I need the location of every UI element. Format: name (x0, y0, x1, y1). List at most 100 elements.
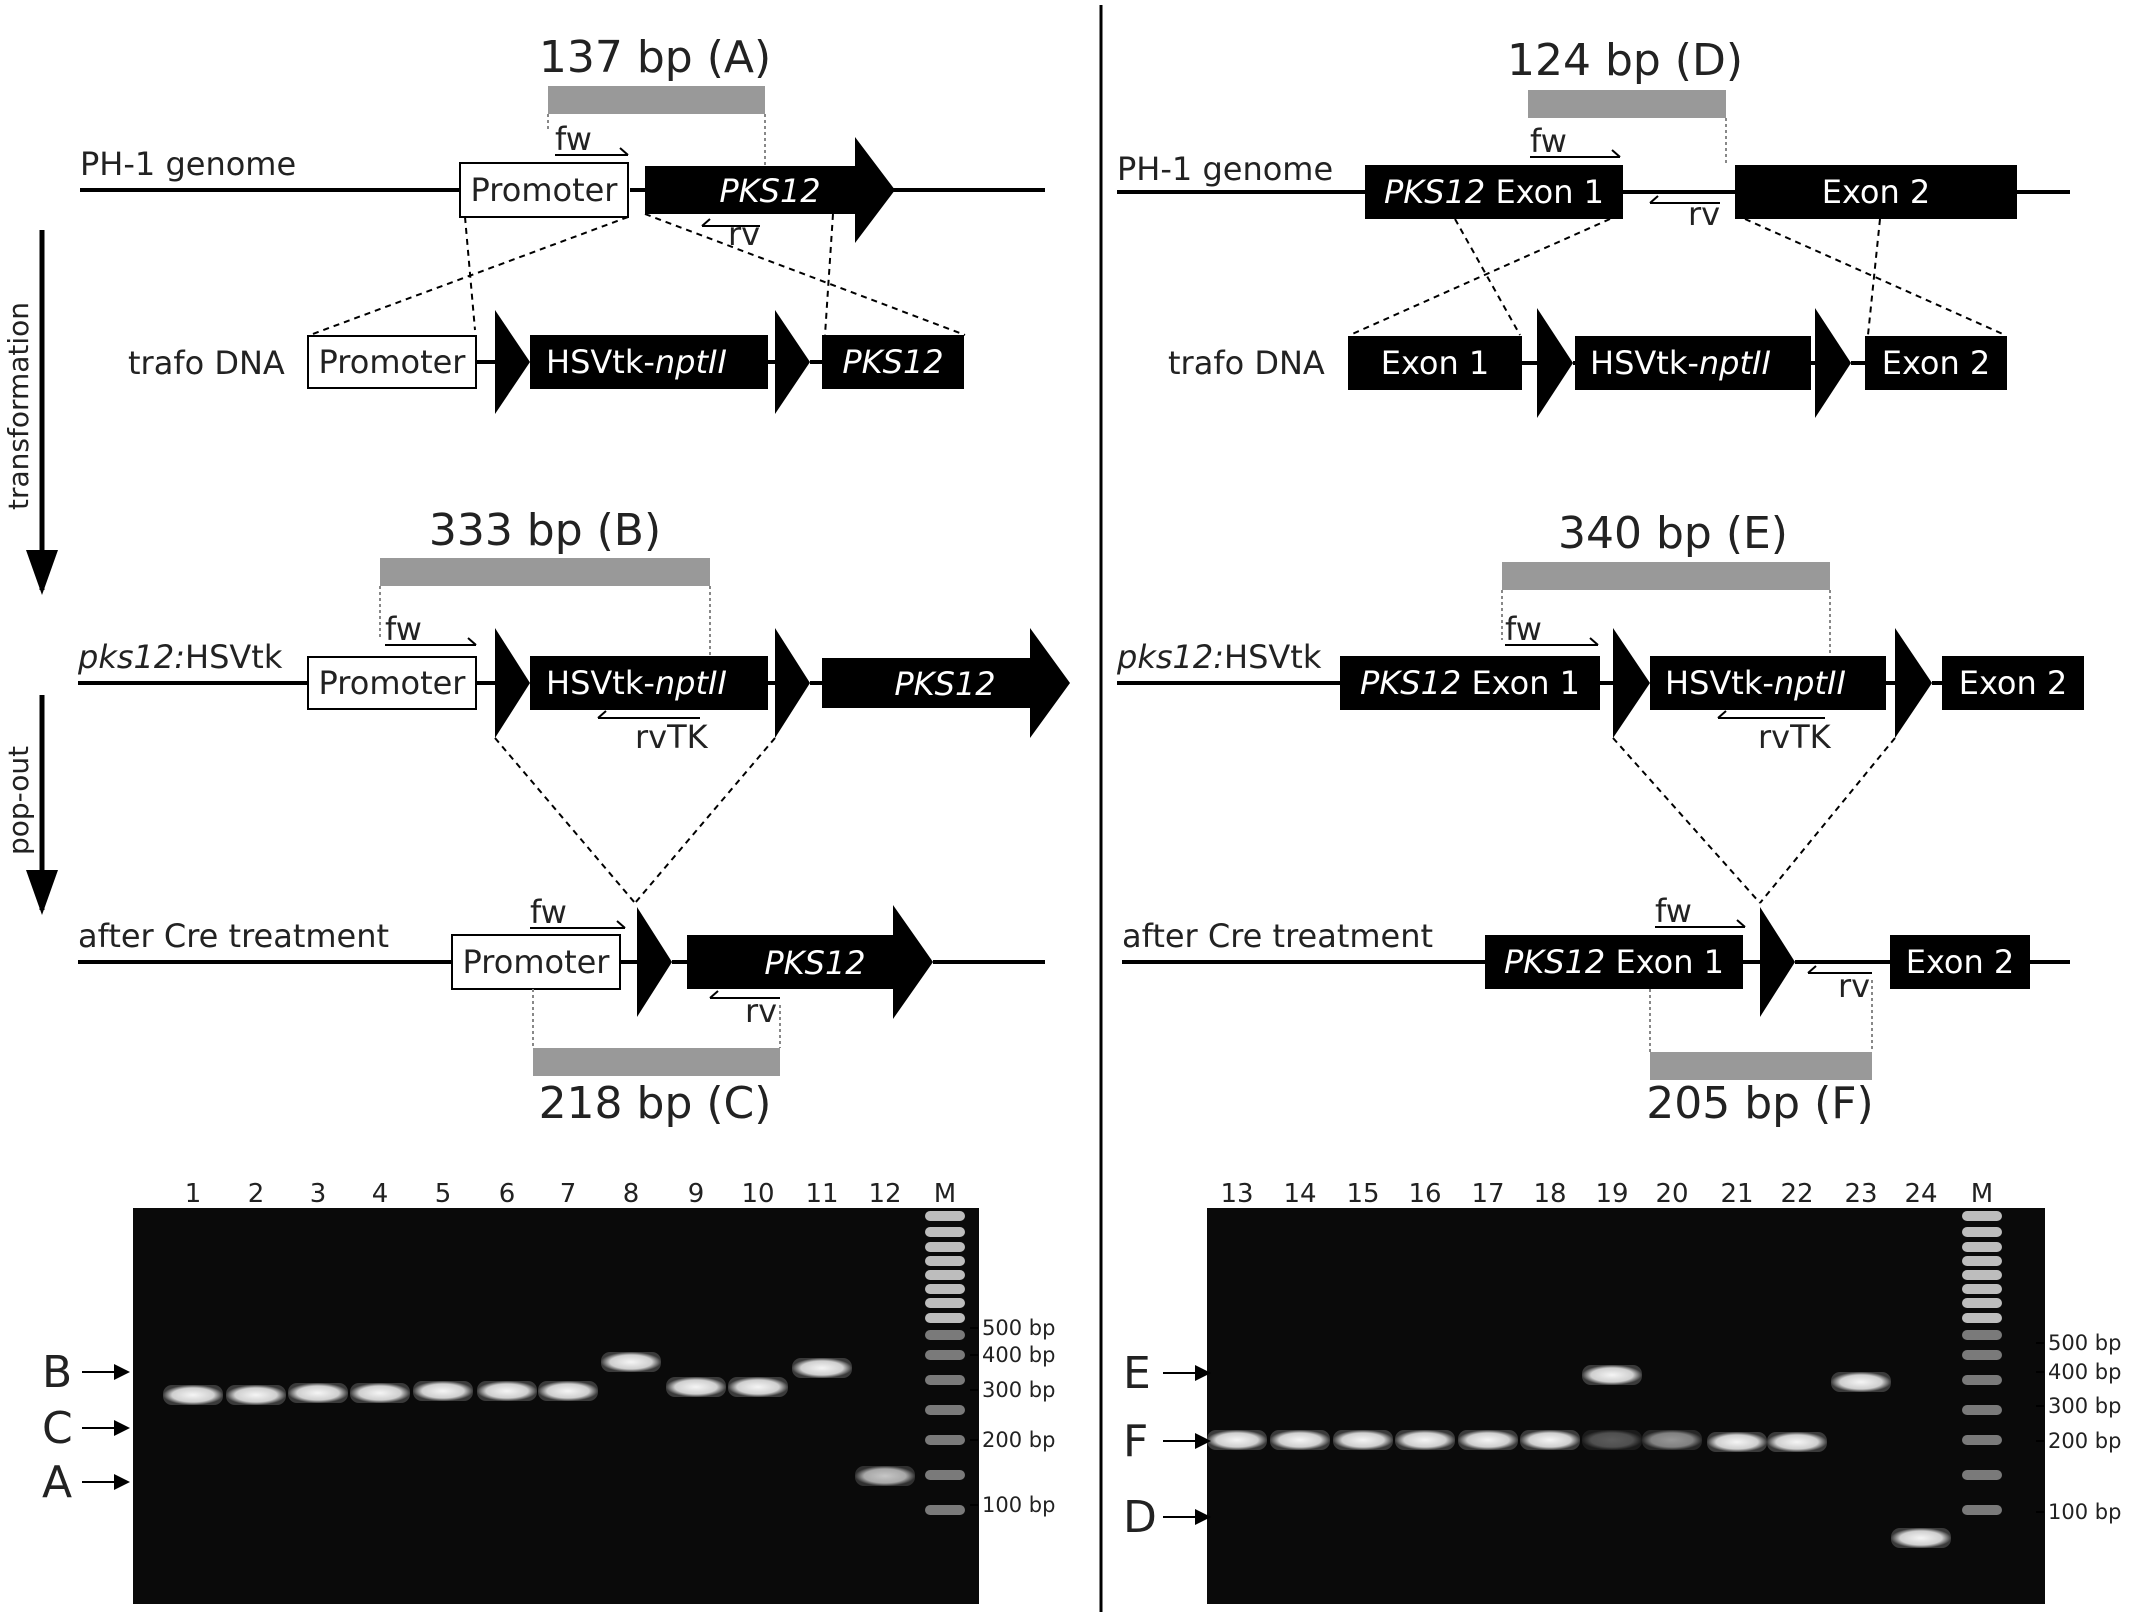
gel-band (413, 1381, 473, 1401)
rv-primer-label: rv (728, 215, 760, 253)
svg-text:Exon 2: Exon 2 (1882, 344, 1991, 382)
ladder-band (1962, 1435, 2002, 1445)
row-label-pks12-hsvtk: pks12:HSVtk (77, 638, 283, 676)
svg-text:Promoter: Promoter (463, 943, 611, 981)
gel-band (1831, 1372, 1891, 1392)
svg-text:PH-1 genome: PH-1 genome (1117, 150, 1333, 188)
svg-text:Exon 1: Exon 1 (1381, 344, 1490, 382)
ladder-band (925, 1405, 965, 1415)
ladder-band (925, 1350, 965, 1360)
right-construct-panel: 124 bp (D) PH-1 genome PKS12 Exon 1 Exon… (1116, 35, 2084, 1129)
size-marker-label: 500 bp (982, 1316, 1055, 1340)
trafo-exon2-box (1865, 336, 2007, 390)
svg-text:HSVtk-nptII: HSVtk-nptII (546, 664, 727, 702)
lane-label: M (934, 1179, 956, 1209)
ladder-band (925, 1298, 965, 1308)
size-marker-label: 500 bp (2048, 1331, 2121, 1355)
loxp-site (495, 310, 530, 414)
ladder-band (1962, 1298, 2002, 1308)
ladder-band (1962, 1270, 2002, 1280)
size-marker-label: 100 bp (982, 1493, 1055, 1517)
lane-label: 11 (805, 1179, 838, 1209)
size-marker-label: 400 bp (982, 1343, 1055, 1367)
lane-label: 15 (1346, 1179, 1379, 1209)
row3-exon1-box (1340, 656, 1600, 710)
row3-exon2-box (1942, 656, 2084, 710)
gel-band (1707, 1432, 1767, 1452)
amplicon-a-label: 137 bp (A) (539, 32, 771, 83)
ladder-band (925, 1270, 965, 1280)
size-marker-label: 400 bp (2048, 1360, 2121, 1384)
gel-band (288, 1383, 348, 1403)
lane-label: 19 (1595, 1179, 1628, 1209)
gel-band (601, 1352, 661, 1372)
svg-text:Promoter: Promoter (471, 171, 619, 209)
ladder-band (925, 1313, 965, 1323)
svg-text:PKS12 Exon 1: PKS12 Exon 1 (1504, 943, 1724, 981)
amplicon-d-label: 124 bp (D) (1507, 35, 1743, 86)
exon1-box (1365, 165, 1623, 219)
gel-band (350, 1383, 410, 1403)
lane-label: 20 (1655, 1179, 1688, 1209)
gel-band (1395, 1430, 1455, 1450)
loxp-site (495, 628, 530, 738)
svg-text:PKS12: PKS12 (842, 343, 943, 381)
svg-text:PKS12: PKS12 (764, 944, 865, 982)
amplicon-f-bar (1650, 1052, 1872, 1080)
svg-text:rv: rv (745, 992, 777, 1030)
lane-label: 22 (1780, 1179, 1813, 1209)
ladder-band (925, 1227, 965, 1237)
size-marker-label: 200 bp (982, 1428, 1055, 1452)
loxp-site (1613, 628, 1650, 738)
amplicon-a-bar (548, 86, 765, 114)
gel-band (1891, 1528, 1951, 1548)
ladder-band (1962, 1330, 2002, 1340)
row4-pks12-arrow (687, 905, 933, 1019)
gel-band (666, 1377, 726, 1397)
amplicon-f-label: 205 bp (F) (1646, 1078, 1873, 1129)
svg-text:trafo DNA: trafo DNA (1168, 344, 1325, 382)
lane-label: 21 (1720, 1179, 1753, 1209)
ladder-band (1962, 1284, 2002, 1294)
loxp-site (1760, 907, 1795, 1017)
lane-label: 14 (1283, 1179, 1316, 1209)
gel-image (133, 1208, 979, 1604)
ladder-band (1962, 1405, 2002, 1415)
popout-arrow-head (26, 870, 58, 915)
svg-text:fw: fw (385, 610, 422, 648)
lane-label: 17 (1471, 1179, 1504, 1209)
band-letter-label: B (42, 1347, 72, 1398)
svg-text:HSVtk-nptII: HSVtk-nptII (546, 343, 727, 381)
size-marker-label: 300 bp (982, 1378, 1055, 1402)
gel-band (792, 1358, 852, 1378)
gel-band (855, 1466, 915, 1486)
gel-band (1642, 1430, 1702, 1450)
svg-text:Promoter: Promoter (319, 664, 467, 702)
ladder-band (925, 1242, 965, 1252)
lane-label: 16 (1408, 1179, 1441, 1209)
svg-text:fw: fw (530, 893, 567, 931)
lane-label: 3 (310, 1179, 327, 1209)
ladder-band (1962, 1470, 2002, 1480)
lane-label: 7 (560, 1179, 577, 1209)
row-label-genome: PH-1 genome (80, 145, 296, 183)
row-label-cre: after Cre treatment (78, 917, 389, 955)
ladder-band (925, 1256, 965, 1266)
left-construct-panel: transformation pop-out 137 bp (A) PH-1 g… (2, 32, 1070, 1129)
ladder-band (925, 1284, 965, 1294)
loxp-site (775, 310, 810, 414)
fw-primer-label: fw (555, 120, 592, 158)
lane-label: 8 (623, 1179, 640, 1209)
ladder-band (1962, 1211, 2002, 1221)
loxp-site (1815, 308, 1851, 418)
gel-band (226, 1385, 286, 1405)
ladder-band (925, 1470, 965, 1480)
pks12-gene-arrow (645, 137, 895, 243)
svg-text:pks12:HSVtk: pks12:HSVtk (1116, 638, 1322, 676)
row-label-trafo: trafo DNA (128, 344, 285, 382)
amplicon-c-bar (533, 1048, 780, 1076)
gel-band (728, 1377, 788, 1397)
